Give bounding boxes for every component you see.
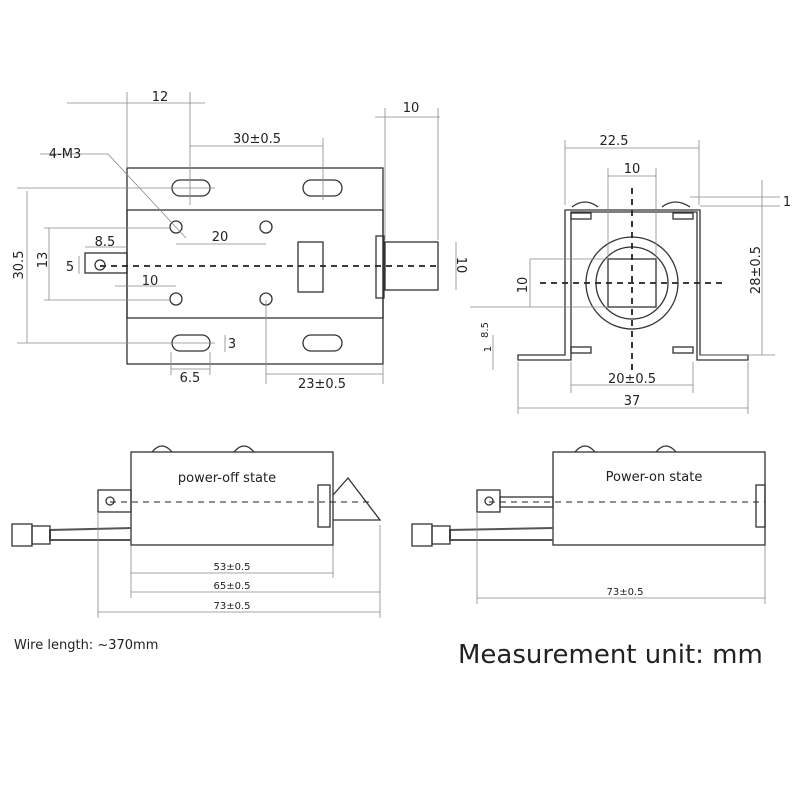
dim-10-height: 10: [516, 277, 531, 294]
dim-8-5: 8.5: [95, 235, 116, 250]
dim-10-square: 10: [624, 162, 641, 177]
power-off-view: power-off state 53±0.5 65±0.5 73±0.5: [11, 445, 382, 618]
dim-73-on: 73±0.5: [606, 587, 643, 598]
dim-30-5: 30.5: [12, 251, 27, 280]
dim-6-5: 6.5: [180, 371, 201, 386]
top-view: 12 10 30±0.5 4-M3 30.5 13 8.5 5 10 20 3 …: [12, 90, 468, 392]
dim-73: 73±0.5: [213, 601, 250, 612]
dim-3: 3: [228, 337, 236, 352]
dim-1-flange: 1: [483, 346, 494, 352]
dim-8-5-front: 8.5: [480, 322, 491, 338]
dim-13: 13: [36, 252, 51, 269]
dim-20: 20: [212, 230, 229, 245]
dim-20: 20±0.5: [608, 372, 656, 387]
dim-12: 12: [152, 90, 169, 105]
dim-4-m3: 4-M3: [49, 147, 81, 162]
wire-length-note: Wire length: ~370mm: [14, 638, 159, 653]
dim-10-side: 10: [453, 257, 468, 274]
dim-30: 30±0.5: [233, 132, 281, 147]
measurement-unit-note: Measurement unit: mm: [458, 640, 763, 670]
dim-23: 23±0.5: [298, 377, 346, 392]
dim-28: 28±0.5: [749, 246, 764, 294]
dim-10-plunger: 10: [403, 101, 420, 116]
dim-65: 65±0.5: [213, 581, 250, 592]
dim-37: 37: [624, 394, 641, 409]
dim-53: 53±0.5: [213, 562, 250, 573]
power-on-label: Power-on state: [606, 470, 703, 485]
dim-22-5: 22.5: [600, 134, 629, 149]
dim-5: 5: [66, 260, 74, 275]
dim-10: 10: [142, 274, 159, 289]
power-on-view: Power-on state 73±0.5: [411, 445, 766, 604]
front-view: 22.5 10 1 28±0.5 10 8.5 1 20±0.5 37: [470, 134, 791, 414]
dim-1-top: 1: [783, 195, 791, 210]
power-off-label: power-off state: [178, 471, 276, 486]
